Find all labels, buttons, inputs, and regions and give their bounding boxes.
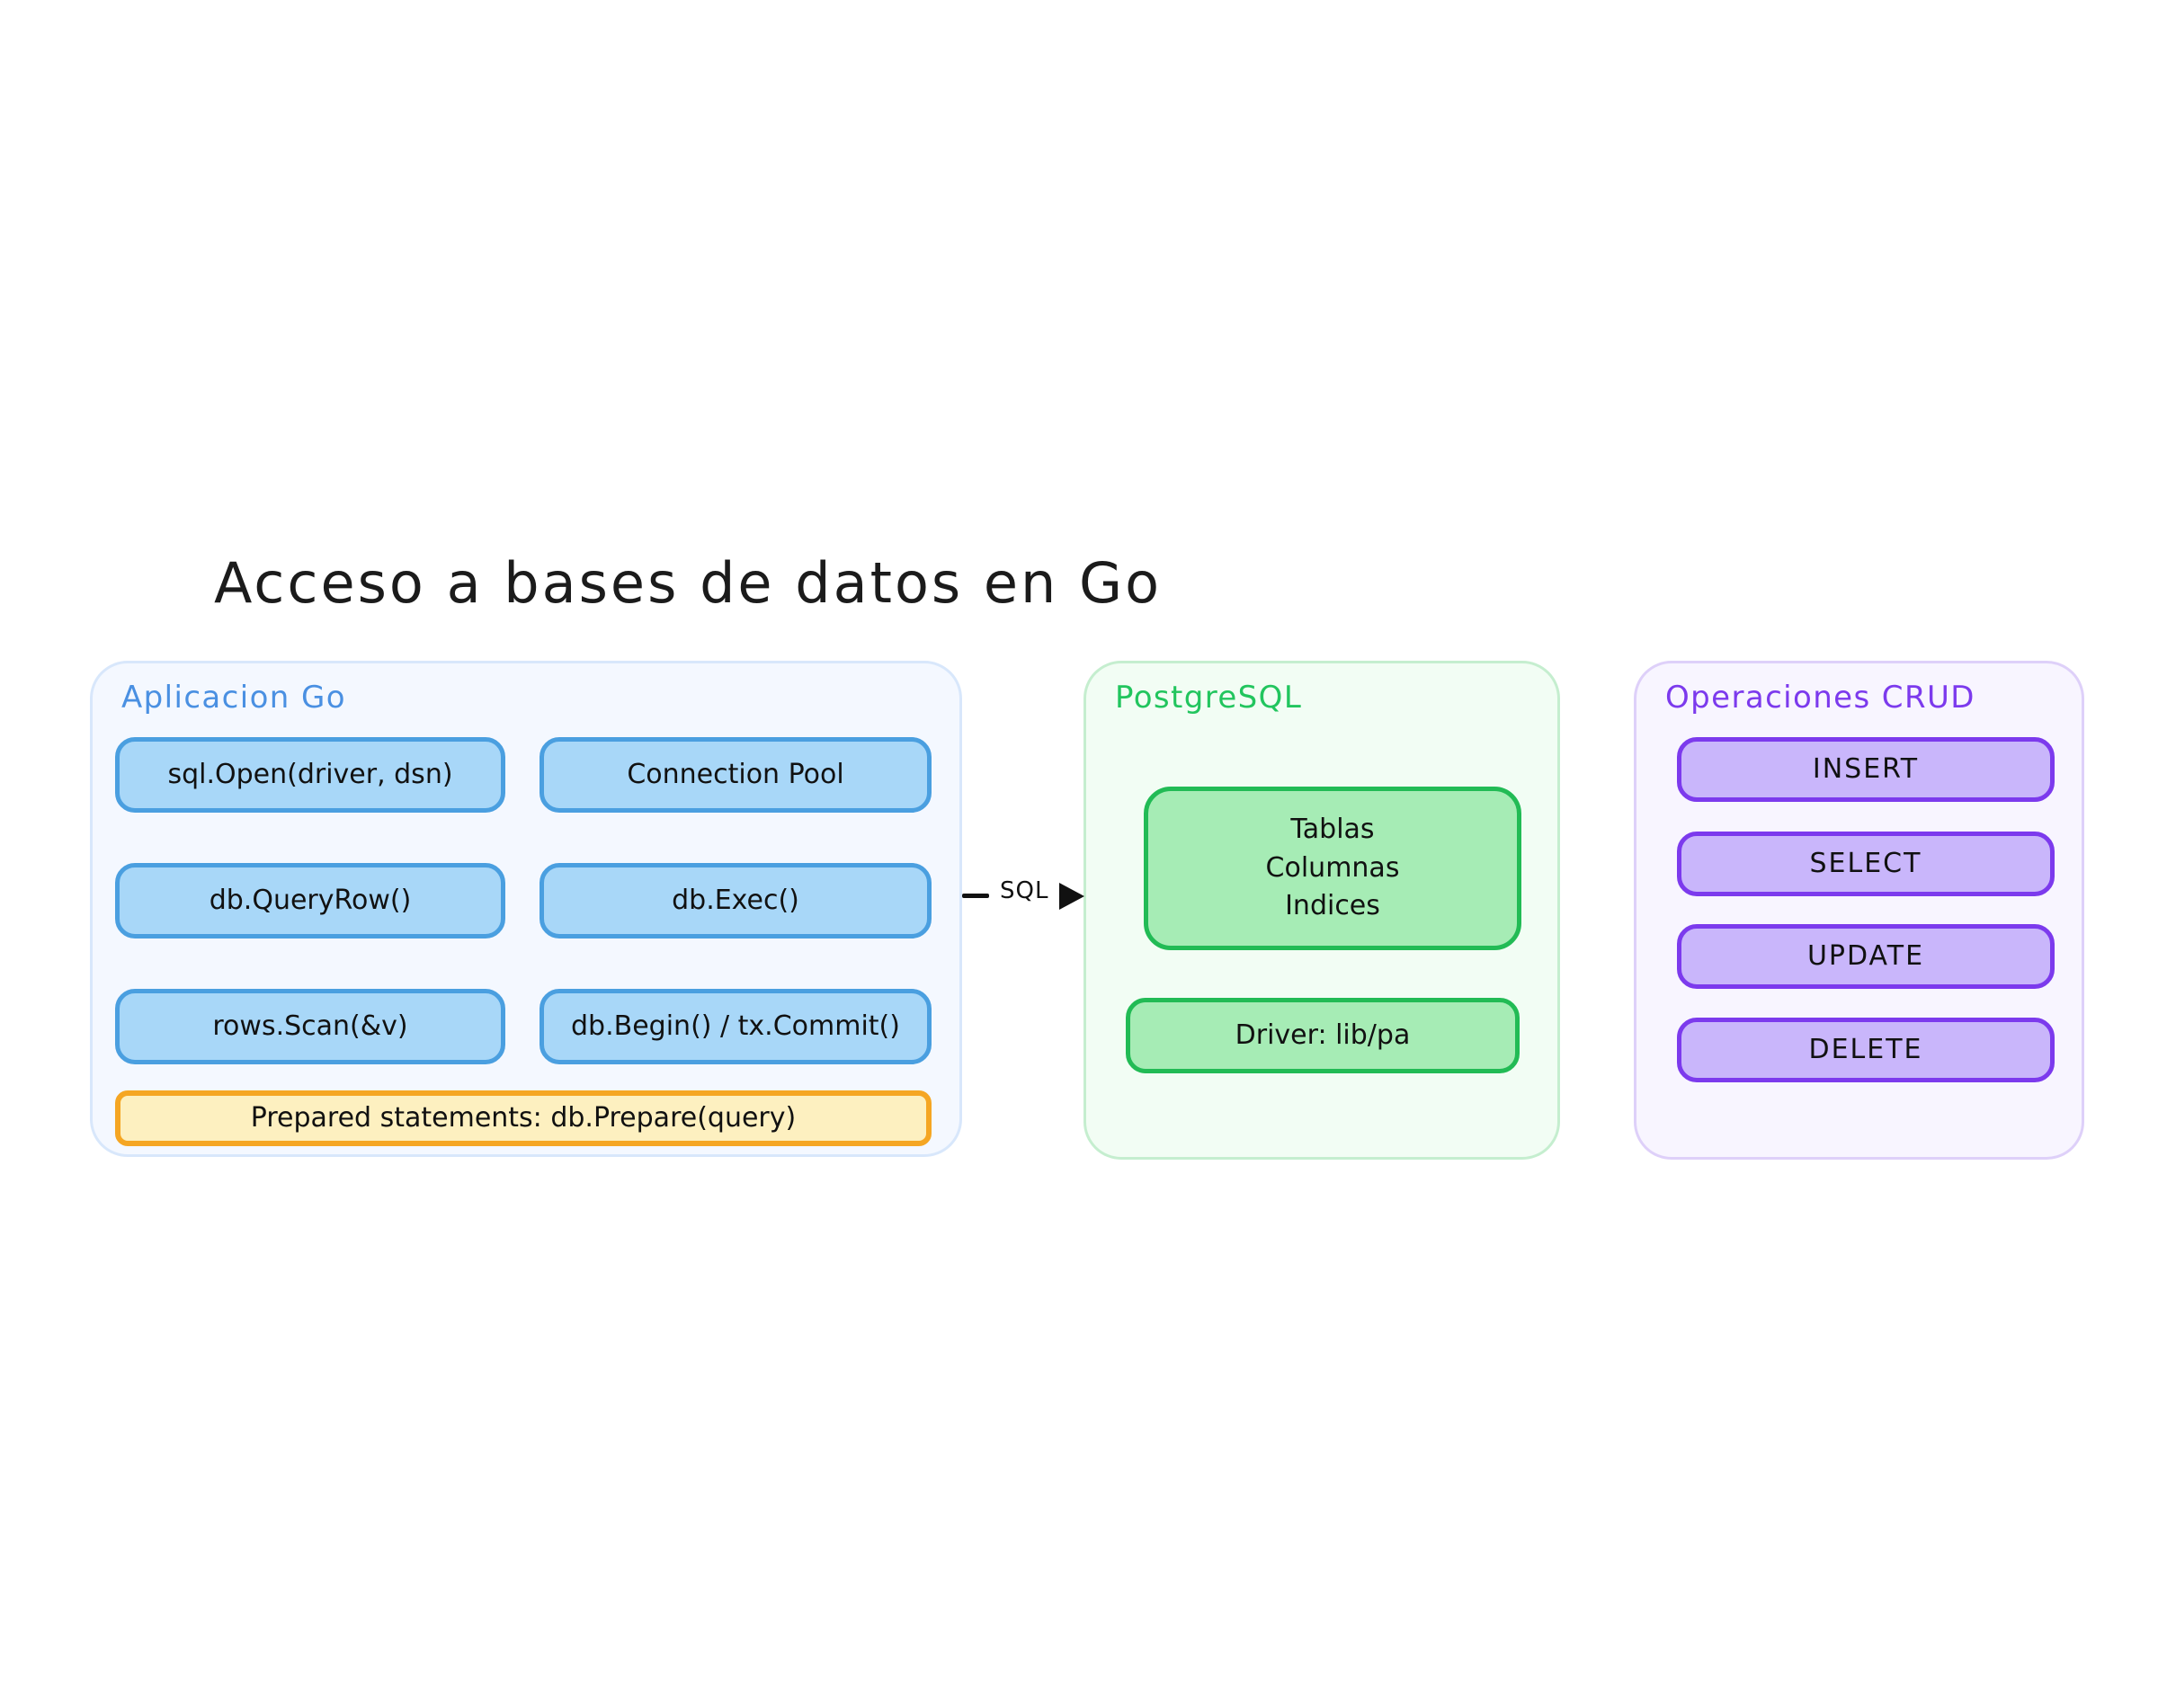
connector-line [962,894,989,898]
node-connection-pool[interactable]: Connection Pool [540,737,932,813]
node-db-queryrow[interactable]: db.QueryRow() [115,863,505,939]
node-prepared-statements[interactable]: Prepared statements: db.Prepare(query) [115,1090,932,1146]
schema-line-indices: Indices [1285,890,1380,922]
panel-title-operaciones-crud: Operaciones CRUD [1665,680,1975,716]
node-crud-select[interactable]: SELECT [1677,832,2055,896]
connector-sql: SQL [962,865,1088,928]
node-db-exec[interactable]: db.Exec() [540,863,932,939]
node-driver[interactable]: Driver: lib/pa [1126,998,1520,1073]
node-sql-open[interactable]: sql.Open(driver, dsn) [115,737,505,813]
panel-title-postgresql: PostgreSQL [1115,680,1303,716]
page-title: Acceso a bases de datos en Go [213,550,1163,616]
connector-label: SQL [1000,877,1049,904]
node-rows-scan[interactable]: rows.Scan(&v) [115,989,505,1064]
node-crud-insert[interactable]: INSERT [1677,737,2055,802]
schema-line-columnas: Columnas [1265,851,1400,884]
node-crud-update[interactable]: UPDATE [1677,924,2055,989]
node-db-begin-tx-commit[interactable]: db.Begin() / tx.Commit() [540,989,932,1064]
arrow-right-icon [1059,883,1084,910]
schema-line-tablas: Tablas [1290,814,1375,846]
node-schema-objects[interactable]: Tablas Columnas Indices [1144,787,1521,950]
panel-operaciones-crud: Operaciones CRUD [1634,661,2084,1160]
node-crud-delete[interactable]: DELETE [1677,1018,2055,1082]
panel-title-aplicacion-go: Aplicacion Go [121,680,346,716]
